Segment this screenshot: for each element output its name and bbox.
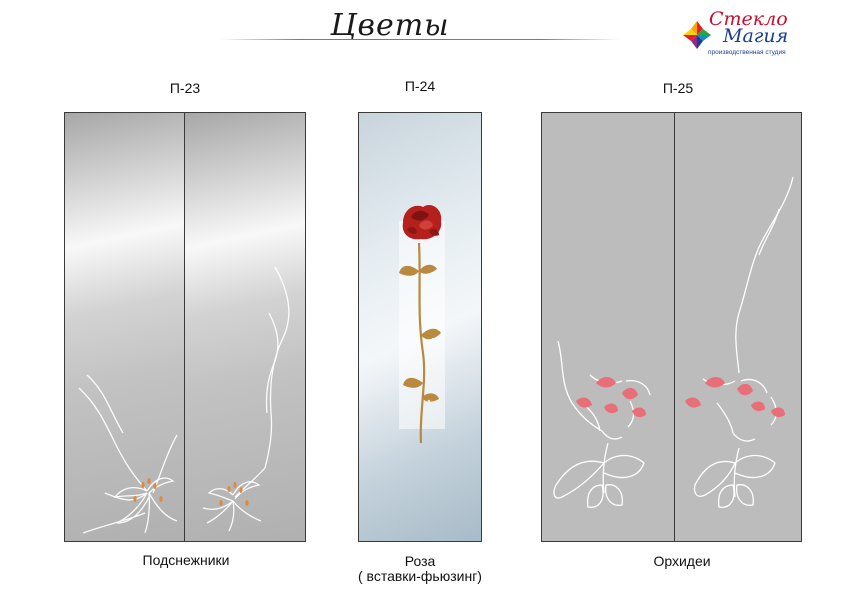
panel-p23-left-door (64, 112, 186, 542)
panel-caption-p25: Орхидеи (653, 553, 711, 569)
panel-p23-right-door (184, 112, 306, 542)
company-logo: Стекло Магия производственная студия (682, 8, 842, 68)
panel-p25-right-door (674, 112, 802, 542)
panel-caption-note-p24: ( вставки-фьюзинг) (358, 568, 482, 584)
logo-text-line2: Магия (723, 25, 789, 47)
page-title: Цветы (330, 8, 450, 43)
panel-caption-p23: Подснежники (142, 552, 230, 568)
panel-code-p23: П-23 (169, 80, 201, 96)
orchid-pattern-left-icon (553, 340, 651, 508)
snowdrop-pattern-right-icon (202, 266, 290, 532)
logo-text-line1: Стекло (709, 8, 788, 30)
diamond-logo-icon (683, 21, 711, 49)
orchid-pattern-right-icon (685, 176, 794, 508)
title-underline (220, 39, 620, 40)
panel-code-p25: П-25 (662, 80, 694, 96)
rose-pattern-icon (399, 204, 442, 444)
panel-p24-door (358, 112, 482, 542)
panel-p25-left-door (541, 112, 676, 542)
panel-caption-p24: Роза (404, 553, 436, 569)
panel-code-p24: П-24 (404, 78, 436, 94)
snowdrop-pattern-left-icon (78, 374, 178, 534)
logo-subtitle: производственная студия (708, 49, 786, 56)
